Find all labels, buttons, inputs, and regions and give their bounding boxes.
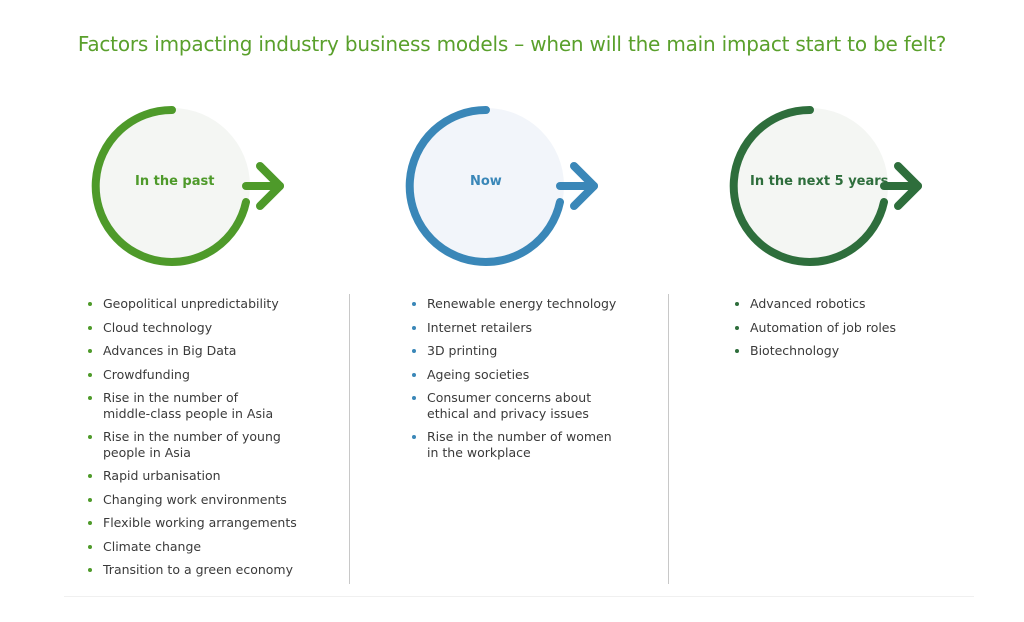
circle-fill (94, 108, 250, 264)
list-item: 3D printing (412, 343, 622, 359)
list-item: Flexible working arrangements (88, 515, 297, 531)
column-label-past: In the past (135, 174, 215, 189)
column-label-now: Now (470, 174, 502, 189)
list-item: Cloud technology (88, 320, 297, 336)
list-item: Biotechnology (735, 343, 896, 359)
list-item: Advanced robotics (735, 296, 896, 312)
list-item: Changing work environments (88, 492, 297, 508)
list-item: Transition to a green economy (88, 562, 297, 578)
page-title: Factors impacting industry business mode… (77, 32, 947, 56)
circular-arrow-icon (70, 100, 310, 275)
factor-list-now: Renewable energy technology Internet ret… (412, 296, 622, 468)
list-item: Advances in Big Data (88, 343, 297, 359)
column-divider (349, 294, 350, 584)
list-item: Ageing societies (412, 367, 622, 383)
column-past: In the past Geopolitical unpredictabilit… (70, 100, 390, 600)
factor-list-next-5-years: Advanced robotics Automation of job role… (735, 296, 896, 367)
list-item: Rapid urbanisation (88, 468, 297, 484)
list-item: Rise in the number of young people in As… (88, 429, 288, 460)
column-divider (668, 294, 669, 584)
column-now: Now Renewable energy technology Internet… (385, 100, 705, 600)
list-item: Geopolitical unpredictability (88, 296, 297, 312)
bottom-divider (64, 596, 974, 597)
list-item: Crowdfunding (88, 367, 297, 383)
list-item: Rise in the number of middle-class peopl… (88, 390, 288, 421)
list-item: Consumer concerns about ethical and priv… (412, 390, 612, 421)
list-item: Renewable energy technology (412, 296, 622, 312)
column-label-next-5-years: In the next 5 years (750, 174, 889, 189)
circular-arrow-icon (385, 100, 625, 275)
factor-list-past: Geopolitical unpredictability Cloud tech… (88, 296, 297, 586)
list-item: Automation of job roles (735, 320, 896, 336)
circular-arrow-icon (712, 100, 952, 275)
list-item: Internet retailers (412, 320, 622, 336)
list-item: Rise in the number of women in the workp… (412, 429, 622, 460)
list-item: Climate change (88, 539, 297, 555)
column-next-5-years: In the next 5 years Advanced robotics Au… (712, 100, 1024, 600)
